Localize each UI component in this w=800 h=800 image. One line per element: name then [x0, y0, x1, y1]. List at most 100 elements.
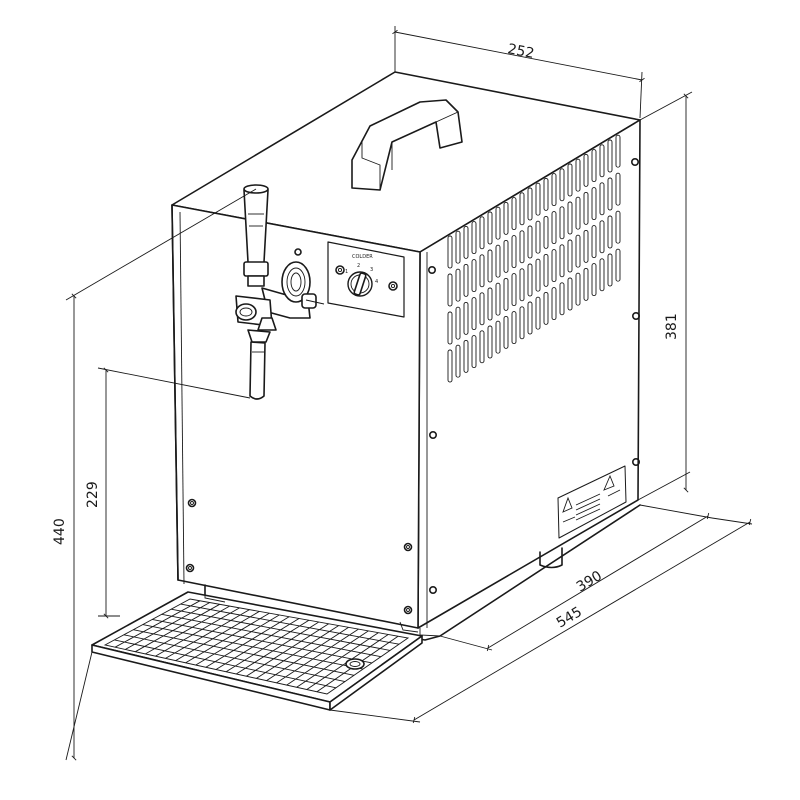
vent-slot [471, 259, 477, 293]
svg-text:1: 1 [345, 269, 348, 275]
vent-slot [487, 249, 493, 283]
vent-slot [583, 229, 589, 263]
vent-slot [607, 253, 613, 287]
tray-grid-line [185, 612, 270, 664]
dimension-width-top [392, 26, 645, 119]
vent-slot [511, 311, 517, 345]
vent-slot [511, 197, 517, 231]
dimension-tap-clearance [97, 367, 251, 619]
vent-slot [455, 230, 461, 264]
tray-grid-line [124, 602, 211, 650]
vent-slot [495, 206, 501, 240]
vent-slot [519, 306, 525, 340]
vent-slot [575, 234, 581, 268]
vent-slot [583, 153, 589, 187]
vent-slot [495, 282, 501, 316]
vent-slot [519, 268, 525, 302]
vent-slot [599, 144, 605, 178]
vent-slot [543, 291, 549, 325]
vent-slot [519, 192, 525, 226]
vent-slot [487, 325, 493, 359]
beer-tap[interactable] [235, 184, 325, 400]
tray-grid-line [123, 634, 346, 683]
vent-slot [543, 253, 549, 287]
vent-slot [591, 263, 597, 297]
vent-slot [527, 301, 533, 335]
vent-slot [511, 235, 517, 269]
vent-slot [527, 187, 533, 221]
dimension-height-total [65, 188, 257, 761]
vent-slot [487, 287, 493, 321]
vent-slot [527, 225, 533, 259]
tray-grid-line [296, 632, 379, 688]
vent-slot [575, 196, 581, 230]
vent-slot [479, 330, 485, 364]
vent-slot [447, 349, 453, 383]
vent-slot [447, 273, 453, 307]
vent-slot [615, 172, 621, 206]
vent-slot [559, 206, 565, 240]
vent-slot [519, 230, 525, 264]
vent-slot [615, 248, 621, 282]
tray-grid-line [152, 618, 373, 664]
vent-slot [471, 335, 477, 369]
vent-slot [567, 277, 573, 311]
knob-scale-marks: 1 2 3 4 [345, 263, 378, 285]
vent-slot [535, 220, 541, 254]
vent-slot [495, 320, 501, 354]
vent-slot [479, 292, 485, 326]
svg-text:2: 2 [357, 263, 360, 269]
vent-slot [615, 210, 621, 244]
dim-label-545: 545 [554, 604, 585, 631]
vent-slot [455, 268, 461, 302]
vent-slot [455, 306, 461, 340]
tray-grid-line [142, 624, 364, 670]
vent-slot [511, 273, 517, 307]
vent-slot [567, 163, 573, 197]
tray-grid-line [135, 603, 220, 653]
vent-slot [559, 244, 565, 278]
dim-label-229: 229 [85, 481, 101, 508]
vent-slot [543, 215, 549, 249]
vent-slot [535, 296, 541, 330]
vent-slot [503, 277, 509, 311]
tray-grid-line [286, 630, 369, 686]
vent-slot [495, 244, 501, 278]
vent-slot [591, 187, 597, 221]
vent-slot [607, 215, 613, 249]
tray-grid-line [235, 621, 320, 675]
tray-grid-line [266, 627, 349, 681]
vent-slot [463, 263, 469, 297]
vent-slot [607, 139, 613, 173]
dim-label-390: 390 [574, 568, 605, 595]
vent-slot [463, 225, 469, 259]
vent-slot [607, 177, 613, 211]
vent-slot [551, 249, 557, 283]
vent-slot [551, 287, 557, 321]
tray-grid-line [256, 625, 339, 679]
vent-slot [487, 211, 493, 245]
vent-slot [463, 301, 469, 335]
thermostat-knob[interactable] [347, 271, 373, 297]
vent-slot [479, 216, 485, 250]
vent-slot [479, 254, 485, 288]
vent-slot [567, 201, 573, 235]
vent-slot [455, 344, 461, 378]
vent-slot [527, 263, 533, 297]
dim-label-252: 252 [506, 41, 535, 62]
vent-slot [567, 239, 573, 273]
tray-grid-line [171, 608, 391, 651]
tray-grid-line [145, 605, 230, 655]
tray-grid-line [246, 623, 329, 677]
tray-grid-line [225, 619, 310, 673]
vent-slot [535, 182, 541, 216]
vent-slot [575, 272, 581, 306]
vent-slot [591, 149, 597, 183]
vent-slot [559, 282, 565, 316]
vent-slot [503, 315, 509, 349]
svg-text:3: 3 [370, 267, 373, 273]
vent-slot [591, 225, 597, 259]
dimension-height-right [637, 91, 693, 501]
